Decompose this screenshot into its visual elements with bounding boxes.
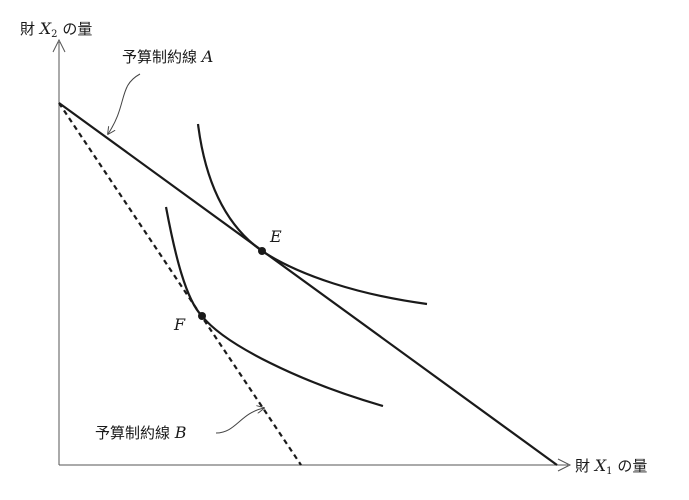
point-e-label: E: [269, 227, 282, 246]
indifference-curve-f: [164, 206, 384, 408]
point-f-label: F: [173, 315, 186, 334]
budget-line-b: [58, 102, 302, 466]
y-axis-label-suffix: の量: [58, 20, 93, 38]
y-axis-label-prefix: 財: [20, 20, 40, 38]
budget-line-a: [58, 102, 558, 466]
point-e: [258, 247, 266, 255]
budget-line-b-leader: [215, 408, 264, 434]
x-axis-label-sub: 1: [606, 466, 612, 477]
budget-line-b-label-var: B: [174, 423, 187, 442]
x-axis-label-suffix: の量: [613, 457, 648, 475]
indifference-curve-e: [196, 123, 428, 306]
budget-line-a-label: 予算制約線 A: [122, 47, 213, 66]
y-axis-label-var: X: [38, 19, 52, 38]
budget-line-a-label-var: A: [200, 47, 214, 66]
budget-line-a-leader: [108, 73, 141, 134]
budget-line-b-label-text: 予算制約線: [95, 424, 175, 442]
point-f: [198, 312, 206, 320]
y-axis-arrowhead: [52, 38, 66, 53]
budget-line-a-label-text: 予算制約線: [122, 48, 202, 66]
x-axis-label-prefix: 財: [575, 457, 595, 475]
y-axis-label-sub: 2: [51, 29, 57, 40]
x-axis-arrowhead: [557, 458, 572, 472]
budget-line-b-label: 予算制約線 B: [95, 423, 187, 442]
x-axis-label: 財 X1 の量: [575, 456, 647, 477]
x-axis-label-var: X: [593, 456, 607, 475]
y-axis-label: 財 X2 の量: [20, 19, 92, 40]
